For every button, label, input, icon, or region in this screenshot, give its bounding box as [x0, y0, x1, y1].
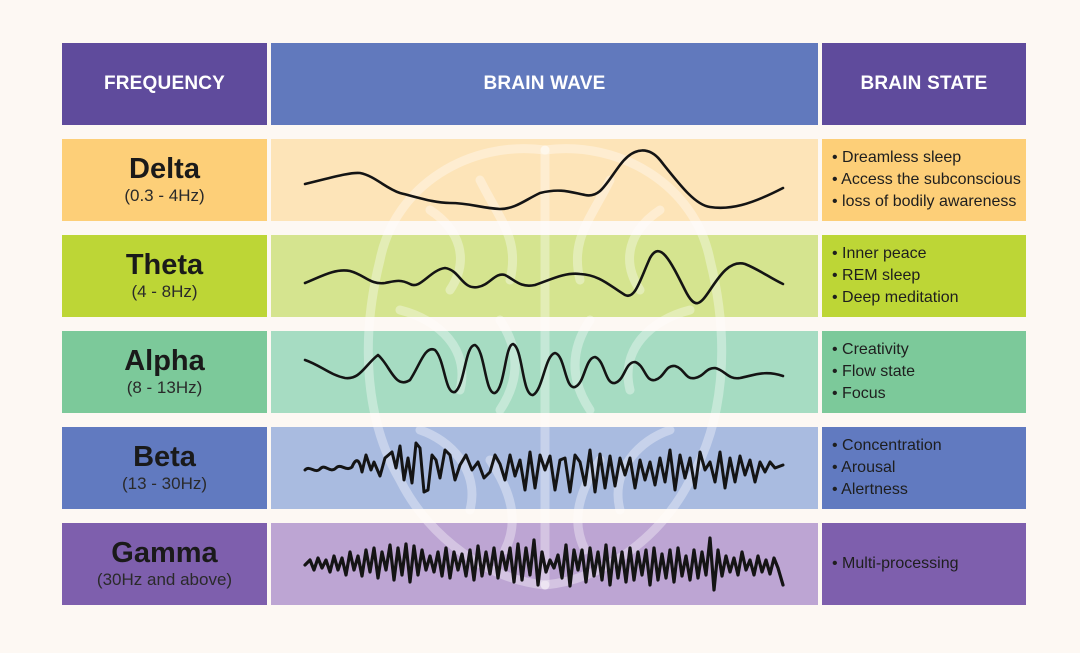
wave-name: Delta — [129, 153, 200, 185]
state-cell-beta: • Concentration • Arousal • Alertness — [822, 427, 1026, 509]
frequency-cell-theta: Theta (4 - 8Hz) — [62, 235, 267, 317]
state-item: • Deep meditation — [832, 289, 959, 306]
state-item: • Flow state — [832, 363, 915, 380]
wave-range: (13 - 30Hz) — [121, 474, 208, 493]
gamma-wave — [303, 536, 785, 592]
frequency-cell-alpha: Alpha (8 - 13Hz) — [62, 331, 267, 413]
state-item: • Dreamless sleep — [832, 149, 962, 166]
beta-wave — [303, 441, 785, 494]
wave-range: (30Hz and above) — [96, 570, 233, 589]
wave-name: Gamma — [111, 537, 218, 569]
state-cell-alpha: • Creativity • Flow state • Focus — [822, 331, 1026, 413]
header-frequency: FREQUENCY — [62, 43, 267, 125]
state-item: • loss of bodily awareness — [832, 193, 1017, 210]
state-item: • Creativity — [832, 341, 909, 358]
frequency-cell-delta: Delta (0.3 - 4Hz) — [62, 139, 267, 221]
wave-range: (8 - 13Hz) — [126, 378, 203, 397]
wave-name: Beta — [133, 441, 196, 473]
state-item: • Inner peace — [832, 245, 927, 262]
state-item: • Multi-processing — [832, 555, 959, 572]
delta-wave — [303, 149, 785, 211]
state-item: • REM sleep — [832, 267, 921, 284]
state-cell-delta: • Dreamless sleep • Access the subconsci… — [822, 139, 1026, 221]
header-brain-wave-label: BRAIN WAVE — [483, 73, 606, 94]
state-item: • Access the subconscious — [832, 171, 1021, 188]
wave-name: Theta — [125, 249, 204, 281]
theta-wave — [303, 250, 785, 305]
state-item: • Concentration — [832, 437, 942, 454]
frequency-cell-beta: Beta (13 - 30Hz) — [62, 427, 267, 509]
state-cell-theta: • Inner peace • REM sleep • Deep meditat… — [822, 235, 1026, 317]
wave-range: (4 - 8Hz) — [131, 282, 198, 301]
wave-name: Alpha — [124, 345, 205, 377]
state-cell-gamma: • Multi-processing — [822, 523, 1026, 605]
alpha-wave — [303, 342, 785, 397]
frequency-cell-gamma: Gamma (30Hz and above) — [62, 523, 267, 605]
header-frequency-label: FREQUENCY — [103, 73, 226, 94]
header-brain-wave: BRAIN WAVE — [271, 43, 818, 125]
state-item: • Arousal — [832, 459, 896, 476]
state-item: • Focus — [832, 385, 886, 402]
wave-range: (0.3 - 4Hz) — [124, 186, 205, 205]
header-brain-state: BRAIN STATE — [822, 43, 1026, 125]
state-item: • Alertness — [832, 481, 908, 498]
header-brain-state-label: BRAIN STATE — [860, 73, 988, 94]
